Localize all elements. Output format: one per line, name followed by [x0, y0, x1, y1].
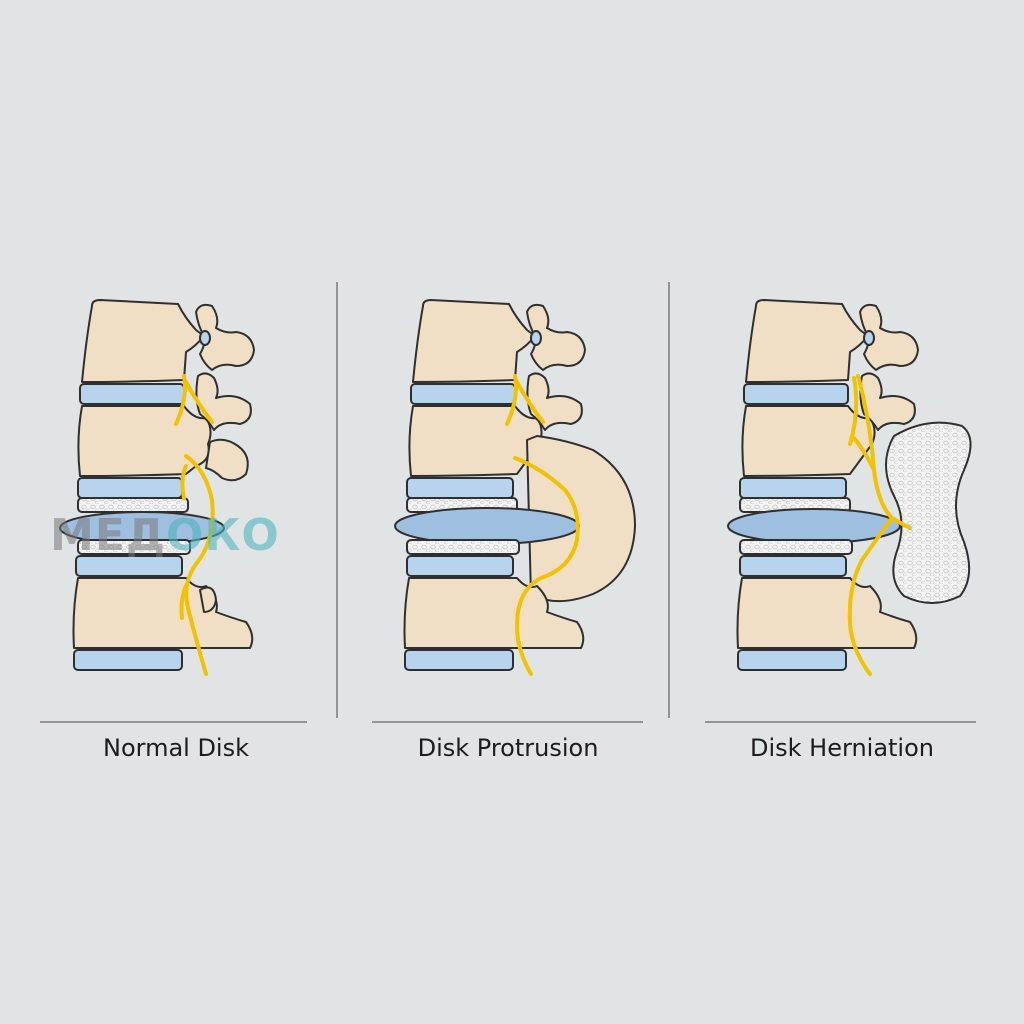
vertebra-body	[72, 577, 254, 649]
watermark-prefix: МЕД	[50, 510, 167, 561]
intervertebral-disk	[739, 555, 847, 577]
spine-normal	[59, 299, 255, 676]
intervertebral-disk	[79, 383, 185, 405]
spinal-nerve	[847, 374, 894, 676]
spinous-process	[526, 372, 583, 431]
vertebra-body	[745, 299, 869, 383]
spine-herniation	[727, 299, 972, 676]
disk-protrusion-bulge	[526, 435, 636, 603]
intervertebral-disk	[406, 477, 514, 499]
intervertebral-disk	[410, 383, 516, 405]
vertebra-body	[408, 405, 543, 477]
vertebra-body	[412, 299, 536, 383]
cartilage-endplate	[739, 539, 853, 555]
intervertebral-disk	[404, 649, 514, 671]
herniated-fragment	[885, 421, 972, 604]
intervertebral-disk	[743, 383, 849, 405]
caption-disk-herniation: Disk Herniation	[750, 734, 934, 762]
nerve-root	[174, 374, 187, 426]
intervertebral-disk	[73, 649, 183, 671]
intervertebral-disk	[77, 477, 183, 499]
nerve-root	[505, 374, 518, 426]
cartilage-endplate	[77, 539, 191, 555]
spinous-process	[205, 438, 249, 482]
vertebra-body	[77, 405, 212, 477]
vertebra-body	[403, 577, 585, 649]
spine-protrusion	[394, 299, 636, 676]
nucleus-pulposus	[727, 508, 901, 544]
nerve-branch	[180, 464, 188, 500]
intervertebral-disk	[406, 555, 514, 577]
caption-disk-protrusion: Disk Protrusion	[417, 734, 599, 762]
nerve-branch	[179, 584, 188, 620]
vertebra-body	[81, 299, 205, 383]
caption-normal-disk: Normal Disk	[102, 734, 249, 762]
nerve-branch	[890, 516, 912, 530]
intervertebral-disk	[737, 649, 847, 671]
vertebra-body	[741, 405, 876, 477]
nerve-root	[184, 380, 214, 424]
spinous-process	[199, 586, 217, 613]
vertebra-body	[736, 577, 918, 649]
intervertebral-disk	[75, 555, 183, 577]
cartilage-endplate	[406, 539, 520, 555]
nerve-root	[515, 380, 545, 424]
spinal-nerve	[184, 454, 215, 676]
intervertebral-disk	[739, 477, 847, 499]
watermark-accent: ОКО	[166, 510, 280, 561]
nucleus-pulposus	[394, 507, 580, 545]
nerve-branch	[852, 436, 876, 472]
spinal-nerve	[513, 456, 580, 676]
nerve-root	[848, 376, 859, 446]
spinous-process	[195, 372, 252, 431]
watermark-logo: МЕДОКО	[50, 510, 280, 561]
